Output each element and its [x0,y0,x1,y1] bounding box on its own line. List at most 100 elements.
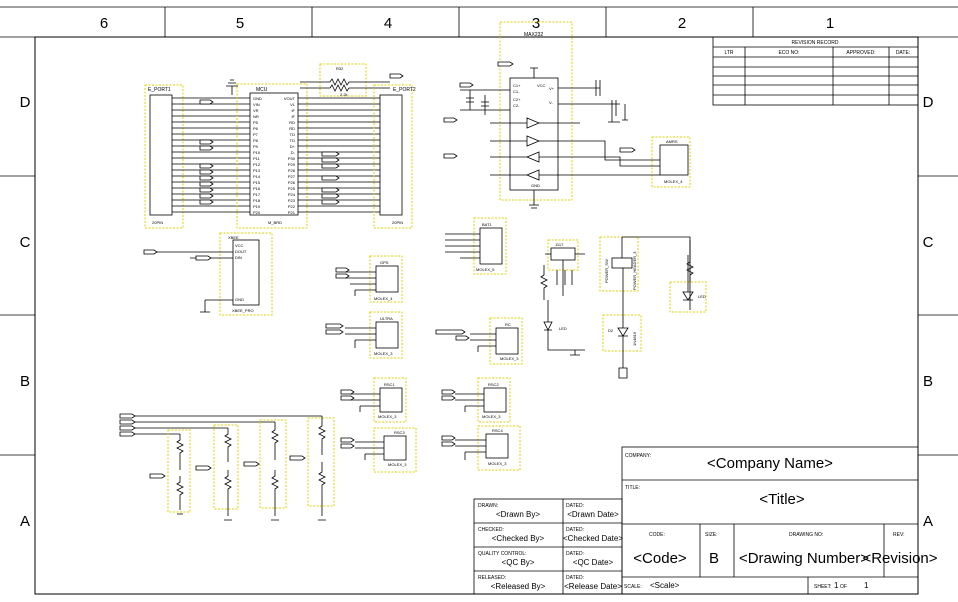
title-label: TITLE: [625,485,640,491]
mcu-pin-label: P16 [253,186,261,191]
released-by: <Released By> [491,582,546,591]
scale-label: SCALE: [624,584,642,590]
rsc3-name: RSC3 [394,430,405,435]
mcu-pin-label: P5 [253,120,259,125]
eport2-footer: 20PIN [392,220,403,225]
rsc1-name: RSC1 [384,382,395,387]
drawn-date: <Drawn Date> [567,510,619,519]
eport2-name: E_PORT2 [393,87,416,93]
mcu-pin-label: P17 [253,192,261,197]
revision-header-approved: APPROVED: [846,50,875,56]
rsc2-name: RSC2 [488,382,499,387]
rc-footer: MOLEX_3 [500,356,519,361]
revision-table: REVISION RECORD LTR ECO NO: APPROVED: DA… [712,36,919,106]
r32-name: R32 [336,66,344,71]
mcu-pin-label: NR [253,114,259,119]
xbee-pin-label: DIN [235,255,242,260]
mcu-pin-label: P30 [288,156,296,161]
zone-col-3: 3 [532,15,540,32]
regulator-name: 1117 [555,242,564,247]
max232-pin-label: C1+ [513,83,521,88]
rsc1-footer: MOLEX_3 [378,414,397,419]
mcu-pin-label: P10 [253,150,261,155]
size-label: SIZE: [705,532,718,538]
revision-table-title: REVISION RECORD [792,40,839,46]
regulator-1117: 1117 [540,239,585,300]
mcu-pin-label: VR [253,108,259,113]
battery-footer: MOLEX_5 [476,267,495,272]
dated-label-4: DATED: [566,575,584,581]
rsc2-footer: MOLEX_3 [482,414,501,419]
led1-label: LED [559,326,567,331]
diode-value: 1N4819 [632,331,637,346]
sheet-value: 1 [834,581,839,590]
mcu-pin-label: P13 [253,168,261,173]
sheet-label: SHEET: [814,584,832,590]
eport1-footer: 20PIN [152,220,163,225]
xbee-pin-label: GND [235,297,244,302]
code-value: <Code> [633,550,687,567]
rc-name: RC [505,322,511,327]
zone-row-d-left: D [20,94,31,111]
ultra-name: ULTRA [380,316,393,321]
mcu-pin-label: P12 [253,162,261,167]
power-switch-name: POWER_SW [604,259,609,283]
mcu-name: MCU [256,87,268,93]
zone-row-d-right: D [923,94,934,111]
zone-col-2: 2 [678,15,686,32]
power-switch-footer: POWER_HEADER_3 [632,251,637,290]
title-block: COMPANY: <Company Name> TITLE: <Title> C… [473,446,938,595]
mcu-pin-label: P20 [253,210,261,215]
mcu-pin-label: VIN [253,102,260,107]
xbee-name: XBEE [228,235,239,240]
mcu-block: MCU M_BRD GND VIN VR NR P5 P6 P7 P8 P9 P… [226,79,380,229]
mcu-net-tags-left [199,99,214,205]
drawn-label: DRAWN: [478,503,498,509]
zone-row-labels-left: D C B A [20,94,31,530]
zone-col-5: 5 [236,15,244,32]
mcu-pin-label: IF [291,108,295,113]
mcu-pin-label: P22 [288,204,296,209]
max232-pin-label: V- [549,100,553,105]
max232-name: MAX232 [524,32,543,38]
rsc4-name: RSC4 [492,428,503,433]
zone-col-6: 6 [100,15,108,32]
code-label: CODE: [649,532,665,538]
zone-row-a-right: A [923,513,933,530]
max232-pin-label: C2+ [513,97,521,102]
ultra-connector: ULTRA MOLEX_3 [325,311,403,359]
dated-label-3: DATED: [566,551,584,557]
mcu-pin-label: P8 [253,138,259,143]
qc-label: QUALITY CONTROL: [478,551,527,557]
max232-pin-label: GND [531,183,540,188]
led2-indicator: LED [669,240,707,313]
mcu-pin-label: P23 [288,198,296,203]
mcu-pin-label: P24 [288,192,296,197]
xbee-footer: XBEE_PRO [232,308,254,313]
max232-pin-label: VCC [537,83,546,88]
ground-symbol [226,79,238,95]
zone-row-b-right: B [923,373,933,390]
rsc4-connector: RSC4 MOLEX_3 [441,425,521,471]
mcu-pin-label: P18 [253,198,261,203]
mcu-pin-label: P21 [288,210,296,215]
diode-name: D2 [608,328,614,333]
mcu-pin-label: P9 [253,144,259,149]
resistor-r32: R32 2.2k [300,63,404,97]
rev-label: REV: [893,532,904,538]
power-switch: POWER_SW POWER_HEADER_3 [599,236,691,310]
scale-value: <Scale> [650,581,680,590]
released-label: RELEASED: [478,575,506,581]
led1-indicator: LED [543,300,585,356]
company-name: <Company Name> [707,455,833,472]
mcu-left-pin-labels: GND VIN VR NR P5 P6 P7 P8 P9 P10 P11 P12… [253,96,262,215]
revision-header-date: DATE: [896,50,910,56]
drawn-by: <Drawn By> [496,510,540,519]
revision-value: <Revision> [862,550,937,567]
mcu-net-tags-right [321,151,340,205]
xbee-pin-label: VCC [235,243,244,248]
company-label: COMPANY: [625,453,651,459]
battery-connector: BAT1 MOLEX_5 [445,217,507,275]
eport1-connector: E_PORT1 20PIN [144,84,250,229]
